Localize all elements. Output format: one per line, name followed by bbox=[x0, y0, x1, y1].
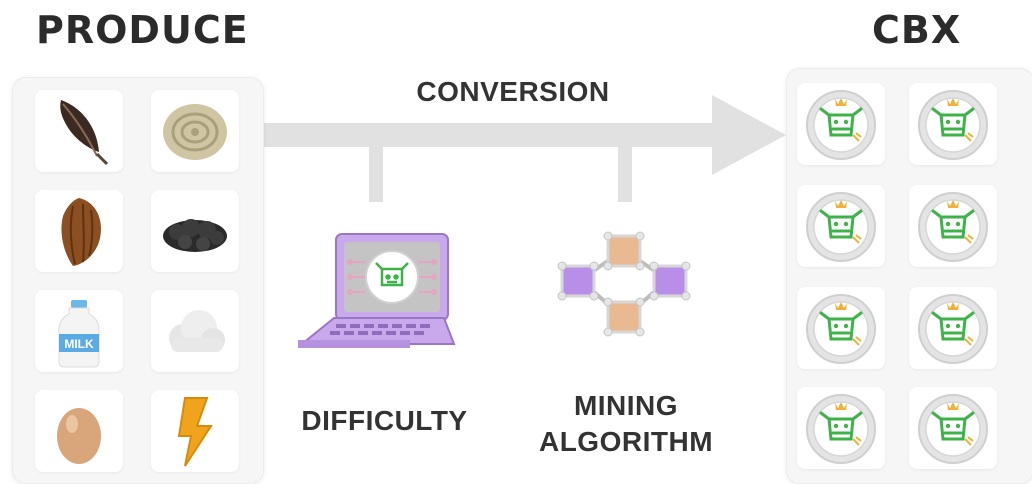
produce-item-hair bbox=[35, 190, 123, 272]
cbx-panel bbox=[786, 68, 1032, 484]
cloud-icon bbox=[169, 310, 225, 352]
cow-coin-icon bbox=[806, 394, 876, 464]
milk-label: MILK bbox=[64, 337, 94, 351]
produce-item-milk: MILK bbox=[35, 290, 123, 372]
produce-title: PRODUCE bbox=[36, 8, 249, 52]
conversion-arrow bbox=[262, 95, 786, 202]
cbx-coin-tile bbox=[797, 287, 885, 369]
produce-item-wool bbox=[151, 90, 239, 172]
feather-icon bbox=[60, 100, 109, 166]
produce-item-cloud bbox=[151, 290, 239, 372]
milk-bottle-icon: MILK bbox=[58, 300, 100, 368]
produce-item-energy bbox=[151, 390, 239, 472]
cbx-coin-tile bbox=[909, 185, 997, 267]
mining-algorithm-label: MINING ALGORITHM bbox=[526, 388, 726, 460]
cow-coin-icon bbox=[806, 192, 876, 262]
cbx-coin-tile bbox=[797, 387, 885, 469]
mining-label-line1: MINING bbox=[573, 390, 679, 421]
laptop-icon bbox=[298, 233, 456, 348]
cbx-coin-tile bbox=[797, 185, 885, 267]
cbx-coin-tile bbox=[909, 387, 997, 469]
cow-coin-icon bbox=[918, 192, 988, 262]
cbx-coin-tile bbox=[909, 83, 997, 165]
difficulty-label: DIFFICULTY bbox=[301, 405, 468, 436]
produce-item-egg bbox=[35, 390, 123, 472]
cbx-coin-tile bbox=[797, 83, 885, 165]
cow-coin-icon bbox=[918, 90, 988, 160]
produce-item-manure bbox=[151, 190, 239, 272]
blockchain-icon bbox=[557, 231, 691, 337]
produce-panel: MILK bbox=[12, 77, 264, 484]
cbx-title: CBX bbox=[872, 8, 962, 52]
cow-coin-icon bbox=[806, 294, 876, 364]
egg-icon bbox=[57, 408, 101, 464]
manure-icon bbox=[163, 219, 227, 252]
lightning-bolt-icon bbox=[177, 397, 213, 467]
cow-coin-icon bbox=[918, 294, 988, 364]
cow-coin-icon bbox=[918, 394, 988, 464]
cow-coin-icon bbox=[806, 90, 876, 160]
mining-label-line2: ALGORITHM bbox=[538, 426, 714, 457]
wool-icon bbox=[163, 104, 227, 160]
hair-icon bbox=[61, 198, 101, 266]
conversion-label: CONVERSION bbox=[416, 76, 610, 107]
cbx-coin-tile bbox=[909, 287, 997, 369]
produce-item-feather bbox=[35, 90, 123, 172]
